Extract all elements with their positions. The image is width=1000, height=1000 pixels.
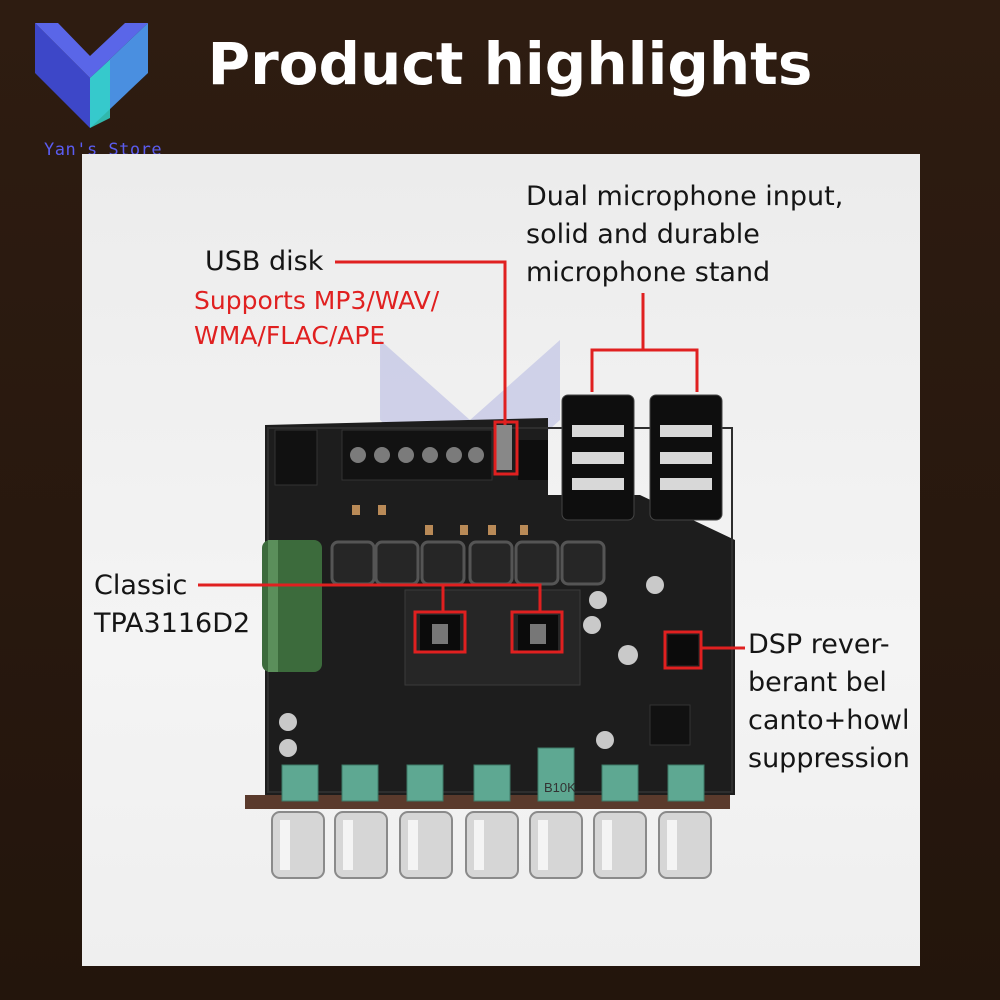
usb-formats-line1: Supports MP3/WAV/ (194, 286, 440, 315)
amp-label-line2: TPA3116D2 (94, 608, 251, 639)
usb-formats-line2: WMA/FLAC/APE (194, 321, 386, 350)
dsp-label-line2: berant bel (748, 667, 887, 698)
amp-label-line1: Classic (94, 570, 188, 601)
mic-label-line2: solid and durable (526, 219, 760, 250)
mic-label-line1: Dual microphone input, (526, 181, 844, 212)
mic-label-line3: microphone stand (526, 257, 771, 288)
page-title: Product highlights (207, 30, 813, 98)
dsp-label-line4: suppression (748, 743, 910, 774)
dsp-label-line1: DSP rever- (748, 629, 890, 660)
dsp-label-line3: canto+howl (748, 705, 910, 736)
store-logo (35, 23, 148, 128)
usb-disk-label: USB disk (205, 246, 324, 277)
